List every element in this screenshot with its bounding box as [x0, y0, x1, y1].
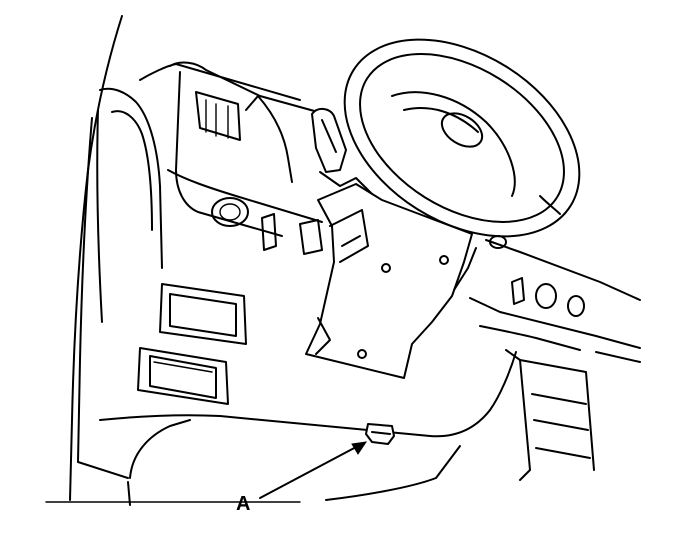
a-pillar — [45, 15, 301, 503]
column-bracket — [305, 183, 477, 379]
steering-column — [311, 108, 375, 197]
lower-left-panel — [137, 283, 247, 405]
left-dash-housing — [96, 63, 301, 323]
callout-label-a: A — [236, 493, 251, 515]
lower-dash-cover — [77, 351, 517, 506]
callout-a-leader — [259, 441, 368, 499]
clip-part-a — [365, 423, 395, 445]
steering-wheel — [343, 38, 581, 238]
instrument-cluster-hood — [167, 61, 323, 237]
dash-switches — [211, 197, 323, 255]
center-stack — [469, 235, 641, 481]
